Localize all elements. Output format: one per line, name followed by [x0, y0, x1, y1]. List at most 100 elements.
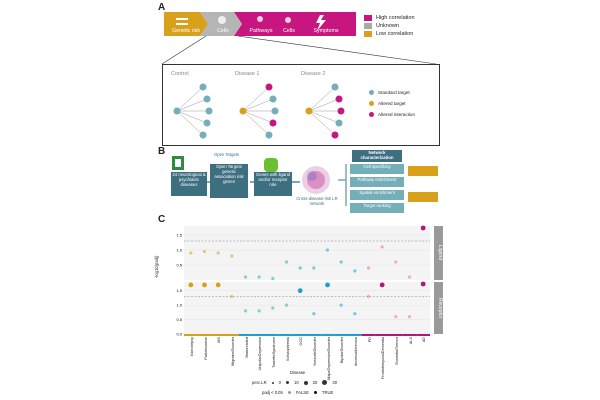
network-caption: Cross-disease-risk LR network	[296, 196, 338, 206]
size-legend-dot-0	[271, 381, 274, 384]
size-legend-title: perc.LR	[252, 380, 267, 385]
x-tick-labels: Narcolepsy Parkinsonism MS MigraineDisorder…	[170, 336, 434, 380]
group-strip	[375, 334, 389, 336]
sig-legend-true: TRUE	[321, 390, 334, 395]
scatter-svg: 0.51.01.50.00.51.01.5	[176, 225, 430, 337]
x-tick-label: TouretteSyndrome	[271, 337, 276, 369]
dna-icon	[176, 18, 188, 25]
facet-ligand: Ligand	[434, 226, 443, 280]
cell-icon-grey	[218, 16, 226, 24]
network-control	[173, 83, 213, 139]
size-legend-dot-30	[322, 380, 328, 385]
y-tick-label: 0.5	[176, 263, 182, 268]
x-tick-label: AD	[422, 337, 427, 343]
group-strip	[252, 334, 266, 336]
network-title-disease2: Disease 2	[301, 71, 326, 77]
network-comparison-box: Control Disease 1 Disease 2 Standard	[162, 64, 440, 146]
legend-high-swatch	[364, 15, 372, 21]
hairball-network	[302, 166, 330, 194]
y-tick-label: 1.5	[176, 288, 182, 293]
network-title-disease1: Disease 1	[235, 71, 260, 77]
x-tick-label: AnorexiaNervosa	[353, 337, 358, 367]
box-lr-genes: Genes with ligand and/or receptor role	[254, 172, 292, 196]
network-legend-altered-target-label: Altered target	[378, 101, 406, 106]
stage-label-grey: Cells	[217, 28, 229, 34]
size-legend-value-10: 10	[294, 380, 299, 385]
facet-receptor: Receptor	[434, 282, 443, 334]
gene-icon	[264, 158, 278, 172]
data-point	[189, 251, 193, 255]
x-axis-label: Disease	[290, 370, 306, 375]
x-tick-label: UnipolarDepression	[258, 337, 263, 371]
card-spec-1	[408, 166, 438, 176]
legend-low: Low correlation	[364, 30, 444, 38]
network-legend-altered-target-dot	[369, 101, 374, 106]
size-legend-dot-20	[303, 380, 308, 385]
x-tick-label: FrontotemporalDementia	[381, 337, 386, 379]
stage-unknown	[200, 12, 242, 36]
data-point	[271, 276, 275, 281]
stage-correlated	[234, 12, 356, 36]
group-strip	[293, 334, 307, 336]
group-strip	[334, 334, 348, 336]
x-tick-label: OCD	[299, 337, 304, 346]
y-tick-label: 1.5	[176, 233, 182, 238]
sig-legend-dot-true	[313, 391, 317, 394]
x-tick-label: NeuroticDisorder	[312, 337, 317, 366]
char-target-ranking: Target ranking	[350, 203, 404, 213]
data-point	[353, 269, 357, 273]
data-point	[420, 281, 426, 287]
x-tick-label: PD	[367, 337, 372, 343]
legend-high-label: High correlation	[376, 15, 415, 21]
data-point	[284, 303, 289, 307]
characterization-title: Network characterization	[352, 150, 402, 162]
workflow-graphics	[172, 156, 438, 206]
data-point	[216, 251, 220, 255]
box-diseases: 24 neurological & psychiatric diseases	[171, 172, 207, 196]
group-strip	[389, 334, 403, 336]
x-tick-label: EssentialTremor	[394, 337, 399, 365]
x-tick-label: MS	[217, 337, 222, 343]
network-legend-standard-label: Standard target	[378, 90, 410, 95]
group-strip	[225, 334, 239, 336]
network-disease2	[305, 83, 345, 139]
legend-unknown-label: Unknown	[376, 23, 399, 29]
group-strip	[416, 334, 430, 336]
x-tick-label: Brainrelated	[244, 337, 249, 358]
legend-low-label: Low correlation	[376, 31, 414, 37]
characterization-brace	[338, 164, 347, 206]
y-tick-label: 0.5	[176, 317, 182, 322]
size-legend-value-30: 30	[332, 380, 338, 385]
data-point	[366, 294, 371, 299]
data-point	[394, 315, 398, 319]
x-tick-label: BipolarDisorder	[340, 337, 345, 364]
group-strip	[320, 334, 335, 336]
data-point	[271, 306, 275, 310]
sig-legend-dot-false	[287, 391, 291, 394]
group-strip	[361, 334, 376, 336]
x-tick-label: MigraineDisorder	[230, 337, 235, 366]
x-tick-label: Parkinsonism	[203, 337, 208, 360]
panel-b-letter: B	[158, 146, 166, 157]
correlation-legend: High correlation Unknown Low correlation	[364, 14, 444, 38]
data-point	[257, 275, 261, 279]
group-strip	[348, 334, 362, 336]
x-tick-label: Narcolepsy	[189, 337, 194, 356]
char-pathway-enrichment: Pathway enrichment	[350, 177, 404, 187]
neuron-icon	[285, 17, 291, 23]
data-point	[230, 254, 234, 258]
y-tick-label: 1.0	[176, 303, 182, 308]
group-strip	[402, 334, 417, 336]
open-targets-logo: Open Targets	[214, 152, 240, 157]
network-legend: Standard target Altered target Altered i…	[369, 87, 439, 120]
data-point	[380, 245, 384, 249]
data-point	[353, 312, 357, 316]
card-spec-2	[408, 192, 438, 202]
data-point	[366, 266, 371, 270]
lightning-icon	[316, 15, 326, 31]
network-title-control: Control	[171, 71, 189, 77]
data-point	[257, 309, 261, 313]
x-tick-label: MajorDepressiveDisorder	[326, 337, 331, 380]
data-point	[230, 294, 234, 299]
network-legend-standard: Standard target	[369, 87, 439, 98]
